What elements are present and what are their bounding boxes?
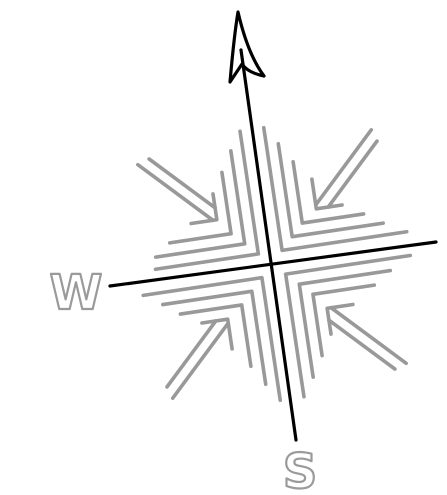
inward-arrow-icon-bottom-right: [327, 298, 407, 378]
bracket-top-left: [137, 131, 258, 269]
inward-arrow-icon-top-left: [137, 150, 217, 230]
compass-axes: [110, 50, 436, 440]
arrowhead-icon: [230, 12, 264, 82]
inward-arrow-icon-top-right: [306, 129, 386, 209]
inward-arrow-icon-bottom-left: [158, 319, 238, 399]
north-south-axis: [241, 50, 296, 440]
west-label: W: [50, 265, 103, 321]
south-label: S: [283, 444, 318, 495]
